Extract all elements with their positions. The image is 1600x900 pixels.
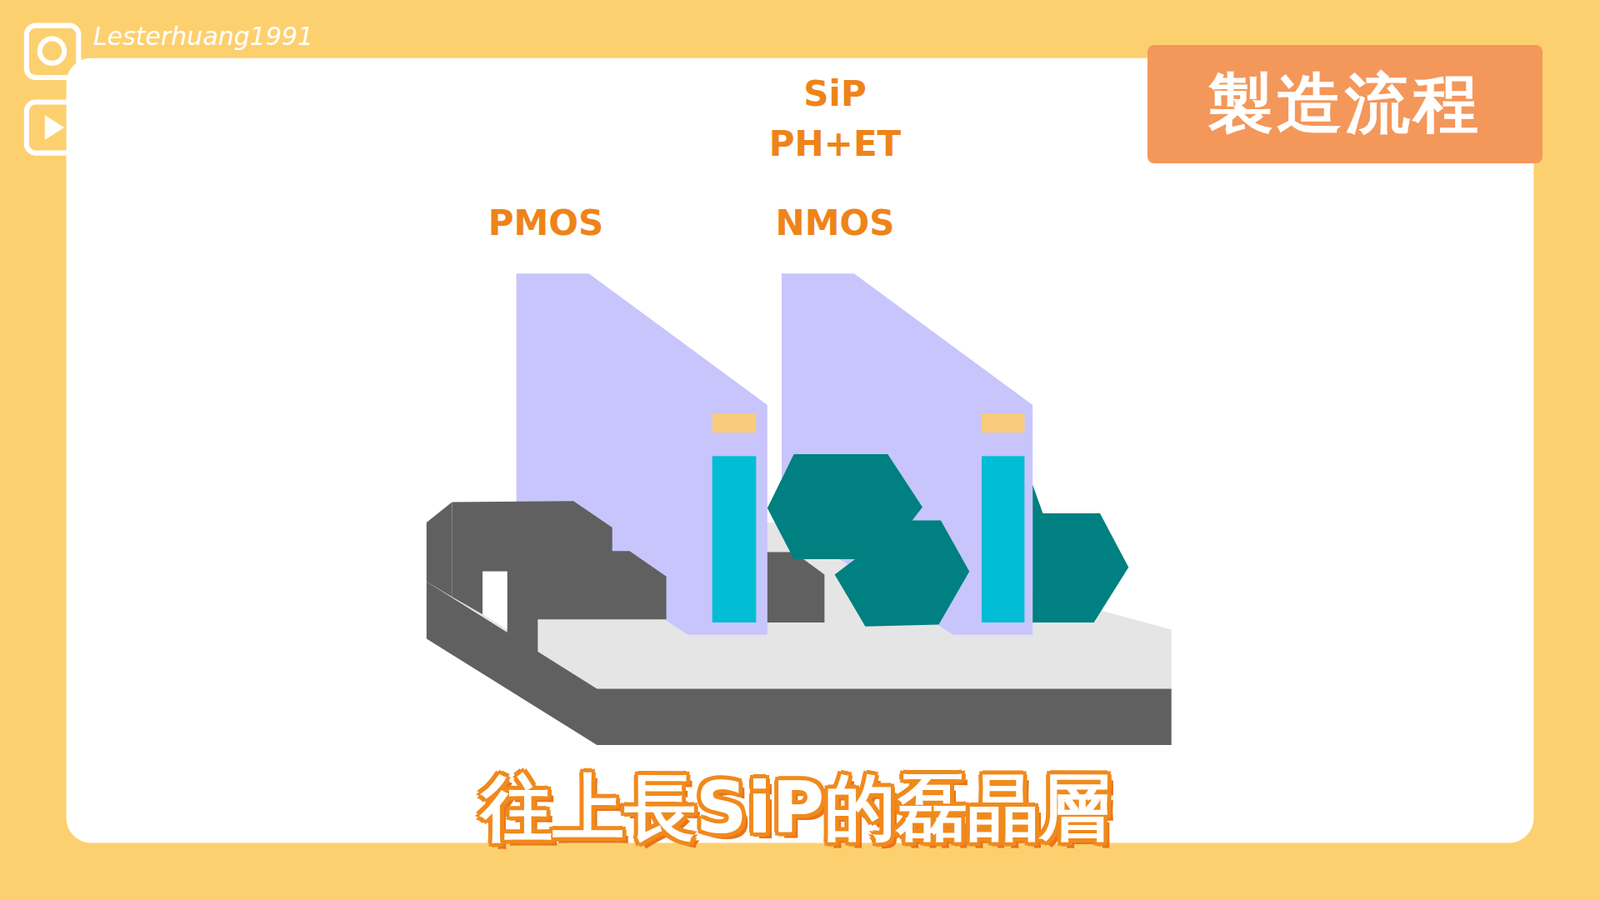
spacer: [981, 455, 1025, 623]
title-text: 製造流程: [1208, 60, 1482, 149]
notch: [482, 571, 507, 630]
play-icon: [45, 115, 65, 140]
sip-epi: [1032, 485, 1129, 623]
part-label: NMOS: [775, 202, 895, 244]
part-label: PMOS: [488, 202, 605, 244]
cap: [981, 413, 1025, 433]
watermark: Lesterhuang1991: [93, 21, 314, 51]
instagram-icon: [40, 39, 65, 64]
panel: [66, 58, 1535, 844]
part-label: PH+ET: [769, 123, 901, 165]
pmos-epi: [426, 500, 667, 653]
subtitle-caption: 往上長SiP的磊晶層: [480, 760, 1111, 858]
part-label: SiP: [803, 73, 866, 115]
spacer: [712, 455, 757, 623]
cap: [712, 413, 757, 433]
sip-epi: [767, 454, 970, 627]
pmos-epi: [426, 501, 453, 597]
title-box: 製造流程: [1147, 45, 1543, 164]
dark-block: [767, 551, 825, 622]
